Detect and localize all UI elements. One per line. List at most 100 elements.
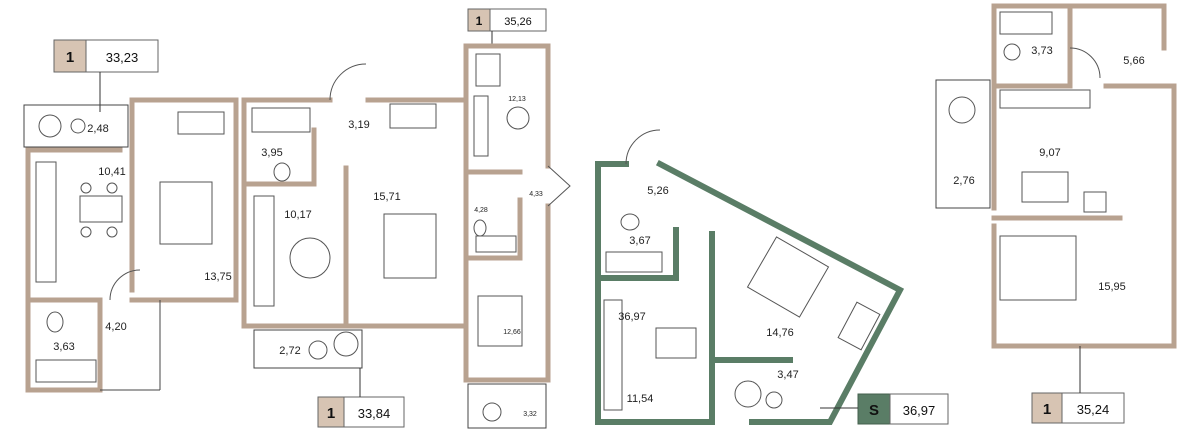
room-area-label: 4,20 (105, 321, 126, 333)
wall (991, 83, 1177, 349)
wardrobe-icon (389, 103, 437, 129)
unit-type-label: 1 (327, 405, 335, 422)
kitchen-counter-icon (473, 95, 489, 157)
unit-area-label: 33,84 (358, 406, 391, 421)
room-area-label: 12,13 (508, 96, 526, 103)
toilet-icon (46, 311, 64, 333)
armchair-icon (948, 96, 976, 124)
badge-area-box (85, 39, 159, 73)
toilet-icon (273, 162, 291, 182)
room-area-label: 3,32 (523, 411, 537, 418)
armchair-icon (734, 380, 762, 408)
unit-type-label: 1 (1043, 401, 1051, 418)
dining-table-icon (1021, 171, 1069, 203)
room-area-label: 13,75 (204, 271, 232, 283)
wall (463, 43, 551, 383)
dining-table-icon (79, 195, 123, 223)
room-area-label: 3,47 (777, 369, 798, 381)
room-area-label: 2,76 (953, 175, 974, 187)
badge-area-box (1061, 392, 1125, 424)
badge-area-box (889, 393, 949, 425)
kitchen-counter-icon (603, 299, 623, 411)
wall (241, 97, 469, 329)
unit-type-label: 1 (66, 49, 74, 66)
bathtub-icon (251, 107, 311, 133)
stove-icon (1083, 191, 1107, 213)
room-area-label: 3,95 (261, 147, 282, 159)
balcony-outline (23, 104, 129, 148)
door-swing-icon (329, 63, 367, 101)
bed-icon (383, 213, 437, 279)
badge-type-box (1031, 392, 1063, 424)
room-area-label: 2,48 (87, 123, 108, 135)
room-area-label: 10,41 (98, 166, 126, 178)
room-area-label: 5,66 (1123, 55, 1144, 67)
wall (463, 43, 551, 169)
sofa-icon (475, 53, 501, 87)
unit-area-label: 36,97 (903, 403, 936, 418)
room-area-label: 5,26 (647, 185, 668, 197)
round-table-icon (289, 237, 331, 279)
room-area-label: 15,95 (1098, 281, 1126, 293)
door-swing-icon (109, 269, 141, 301)
room-area-label: 3,63 (53, 341, 74, 353)
balcony-outline (253, 329, 363, 369)
side-table-icon (70, 118, 86, 134)
chair-icon (80, 182, 92, 194)
room-area-label: 11,54 (627, 393, 654, 405)
door-swing-icon (1069, 47, 1101, 79)
bed-icon (477, 295, 523, 347)
bed-icon (159, 181, 213, 245)
plan-d: S 36,97 5,26 3,67 36,97 14,76 11,54 3,47 (595, 129, 949, 425)
kitchen-counter-icon (253, 195, 275, 307)
room-area-label: 4,33 (529, 191, 543, 198)
chair-icon (106, 226, 118, 238)
room-area-label: 14,76 (766, 327, 794, 339)
plan-b: 1 33,84 3,19 3,95 15,71 10,17 2,72 (241, 63, 469, 428)
plan-c: 1 35,26 12,13 4,28 4,33 12,66 3,32 (463, 8, 571, 429)
armchair-icon (38, 114, 62, 138)
armchair-icon (333, 331, 359, 357)
side-table-icon (308, 340, 328, 360)
room-area-label: 4,28 (474, 207, 488, 214)
bathtub-icon (35, 359, 97, 383)
desk-icon (177, 111, 225, 135)
room-area-label: 2,72 (279, 345, 300, 357)
toilet-icon (1003, 43, 1021, 61)
unit-area-label: 35,24 (1077, 402, 1110, 417)
room-area-label: 15,71 (373, 191, 401, 203)
balcony-outline (935, 79, 991, 209)
bed-icon (746, 236, 830, 318)
bed-icon (999, 235, 1077, 301)
plan-e: 1 35,24 3,73 5,66 9,07 2,76 15,95 (935, 3, 1177, 424)
unit-area-label: 33,23 (106, 50, 139, 65)
balcony-outline (467, 383, 547, 429)
bathtub-icon (475, 235, 517, 253)
unit-type-label: S (869, 402, 879, 419)
badge-type-box (53, 39, 87, 73)
desk-icon (837, 301, 881, 351)
kitchen-counter-icon (999, 89, 1091, 109)
round-table-icon (506, 106, 530, 130)
wall (595, 161, 715, 425)
room-area-label: 10,17 (284, 209, 312, 221)
chair-icon (80, 226, 92, 238)
wall (129, 97, 239, 303)
unit-area-label: 35,26 (504, 16, 532, 28)
bathtub-icon (605, 251, 663, 273)
room-area-label: 12,66 (503, 329, 521, 336)
plan-a: 1 33,23 2,48 10,41 13,75 4,20 3,63 (23, 39, 239, 393)
wall (655, 159, 905, 425)
door-swing-icon (547, 165, 571, 207)
badge-area-box (489, 8, 547, 32)
side-table-icon (765, 391, 783, 409)
room-area-label: 9,07 (1039, 147, 1060, 159)
armchair-icon (482, 402, 502, 422)
door-swing-icon (625, 129, 661, 165)
room-area-label: 3,73 (1031, 45, 1052, 57)
wall (25, 147, 103, 393)
room-area-label: 3,19 (348, 119, 369, 131)
kitchen-counter-icon (35, 161, 57, 283)
dining-table-icon (655, 327, 697, 359)
